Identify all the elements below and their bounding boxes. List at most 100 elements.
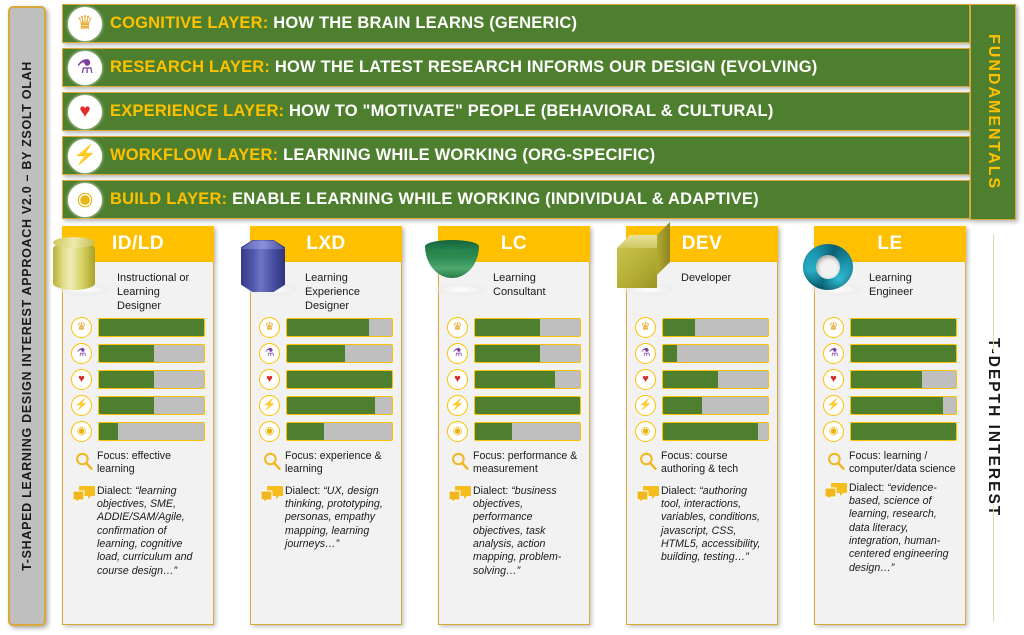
focus-text: Focus: experience & learning [285, 450, 382, 476]
bar-track [286, 317, 393, 337]
crown-icon: ♛ [452, 320, 463, 333]
bar-fill [851, 344, 956, 362]
left-title-rail: T-SHAPED LEARNING DESIGN INTEREST APPROA… [8, 6, 46, 626]
coin-icon-badge: ◉ [71, 420, 92, 442]
bar-fill [851, 396, 944, 414]
crown-icon-badge: ♛ [447, 316, 468, 338]
layer-description: HOW TO "MOTIVATE" PEOPLE (BEHAVIORAL & C… [289, 102, 774, 120]
bar-row-heart: ♥ [71, 368, 205, 390]
bar-fill [99, 396, 154, 414]
bar-row-heart: ♥ [635, 368, 769, 390]
potion-icon-badge: ⚗ [259, 342, 280, 364]
coin-icon: ◉ [76, 424, 87, 437]
bar-fill [287, 318, 369, 336]
bar-track [850, 343, 957, 363]
bar-row-crown: ♛ [259, 316, 393, 338]
bar-row-heart: ♥ [823, 368, 957, 390]
shape-shadow [621, 283, 677, 296]
bar-fill [475, 318, 541, 336]
shape-shadow [57, 283, 113, 296]
role-full-title: Developer [681, 272, 732, 284]
bar-track [662, 395, 769, 415]
bar-row-coin: ◉ [635, 420, 769, 442]
crown-icon-badge: ♛ [823, 316, 844, 338]
lightning-icon-badge: ⚡ [71, 394, 92, 416]
bar-track [474, 369, 581, 389]
speech-bubbles-icon [823, 482, 849, 501]
focus-note: Focus: experience & learning [259, 450, 393, 477]
lightning-icon-badge: ⚡ [68, 138, 102, 173]
layer-description: HOW THE LATEST RESEARCH INFORMS OUR DESI… [274, 58, 818, 76]
role-full-title: Learning Experience Designer [305, 272, 361, 312]
layer-row-buildlayer[interactable]: ◉ BUILD LAYER: ENABLE LEARNING WHILE WORK… [62, 180, 970, 219]
layer-text: EXPERIENCE LAYER: HOW TO "MOTIVATE" PEOP… [110, 102, 774, 121]
bar-track [850, 421, 957, 441]
bar-row-crown: ♛ [635, 316, 769, 338]
role-column-header: LXD [250, 226, 402, 262]
bar-track [662, 421, 769, 441]
role-column-header: ID/LD [62, 226, 214, 262]
bar-row-lightning: ⚡ [823, 394, 957, 416]
bar-fill [851, 318, 956, 336]
bar-row-heart: ♥ [259, 368, 393, 390]
dialect-quote: “UX, design thinking, prototyping, perso… [285, 484, 383, 551]
coin-icon: ◉ [640, 424, 651, 437]
dialect-note: Dialect: “UX, design thinking, prototypi… [259, 485, 393, 552]
focus-note: Focus: course authoring & tech [635, 450, 769, 477]
lightning-icon: ⚡ [826, 398, 841, 411]
magnifier-icon [259, 450, 285, 471]
bar-row-coin: ◉ [447, 420, 581, 442]
coin-icon-badge: ◉ [635, 420, 656, 442]
focus-text: Focus: course authoring & tech [661, 450, 739, 476]
bar-fill [663, 396, 702, 414]
bar-track [286, 421, 393, 441]
crown-icon: ♛ [828, 320, 839, 333]
heart-icon: ♥ [642, 372, 649, 385]
bar-row-potion: ⚗ [259, 342, 393, 364]
shape-shadow [245, 283, 301, 296]
role-column-header: DEV [626, 226, 778, 262]
bar-row-potion: ⚗ [635, 342, 769, 364]
potion-icon: ⚗ [640, 346, 651, 359]
heart-icon: ♥ [78, 372, 85, 385]
bar-fill [99, 318, 204, 336]
bar-track [474, 421, 581, 441]
layer-row-researchlayer[interactable]: ⚗RESEARCH LAYER: HOW THE LATEST RESEARCH… [62, 48, 970, 87]
role-full-title: Learning Engineer [869, 272, 914, 298]
coin-icon: ◉ [76, 189, 94, 210]
role-code: LXD [306, 233, 346, 254]
bar-track [98, 369, 205, 389]
heart-icon: ♥ [79, 101, 91, 122]
crown-icon: ♛ [640, 320, 651, 333]
interest-bars: ♛⚗♥⚡◉ [447, 316, 581, 442]
bar-row-crown: ♛ [447, 316, 581, 338]
bar-fill [287, 370, 392, 388]
interest-bars: ♛⚗♥⚡◉ [823, 316, 957, 442]
dialect-note: Dialect: “authoring tool, interactions, … [635, 485, 769, 565]
layer-row-experiencelayer[interactable]: ♥ EXPERIENCE LAYER: HOW TO "MOTIVATE" PEO… [62, 92, 970, 131]
layer-row-cognitivelayer[interactable]: ♛COGNITIVE LAYER: HOW THE BRAIN LEARNS (… [62, 4, 970, 43]
potion-icon-badge: ⚗ [68, 50, 102, 85]
bar-fill [475, 422, 512, 440]
role-column-body: Learning Consultant♛⚗♥⚡◉Focus: performan… [425, 240, 590, 625]
lightning-icon-badge: ⚡ [447, 394, 468, 416]
bar-track [98, 421, 205, 441]
layer-row-workflowlayer[interactable]: ⚡WORKFLOW LAYER: LEARNING WHILE WORKING … [62, 136, 970, 175]
potion-icon-badge: ⚗ [447, 342, 468, 364]
magnifier-icon [823, 450, 849, 471]
bar-track [98, 343, 205, 363]
focus-note: Focus: performance & measurement [447, 450, 581, 477]
layer-text: BUILD LAYER: ENABLE LEARNING WHILE WORKI… [110, 190, 759, 209]
heart-icon-badge: ♥ [635, 368, 656, 390]
shape-shadow [809, 283, 865, 296]
bar-track [850, 317, 957, 337]
bar-fill [851, 370, 923, 388]
coin-icon: ◉ [452, 424, 463, 437]
layer-description: HOW THE BRAIN LEARNS (GENERIC) [273, 14, 578, 32]
